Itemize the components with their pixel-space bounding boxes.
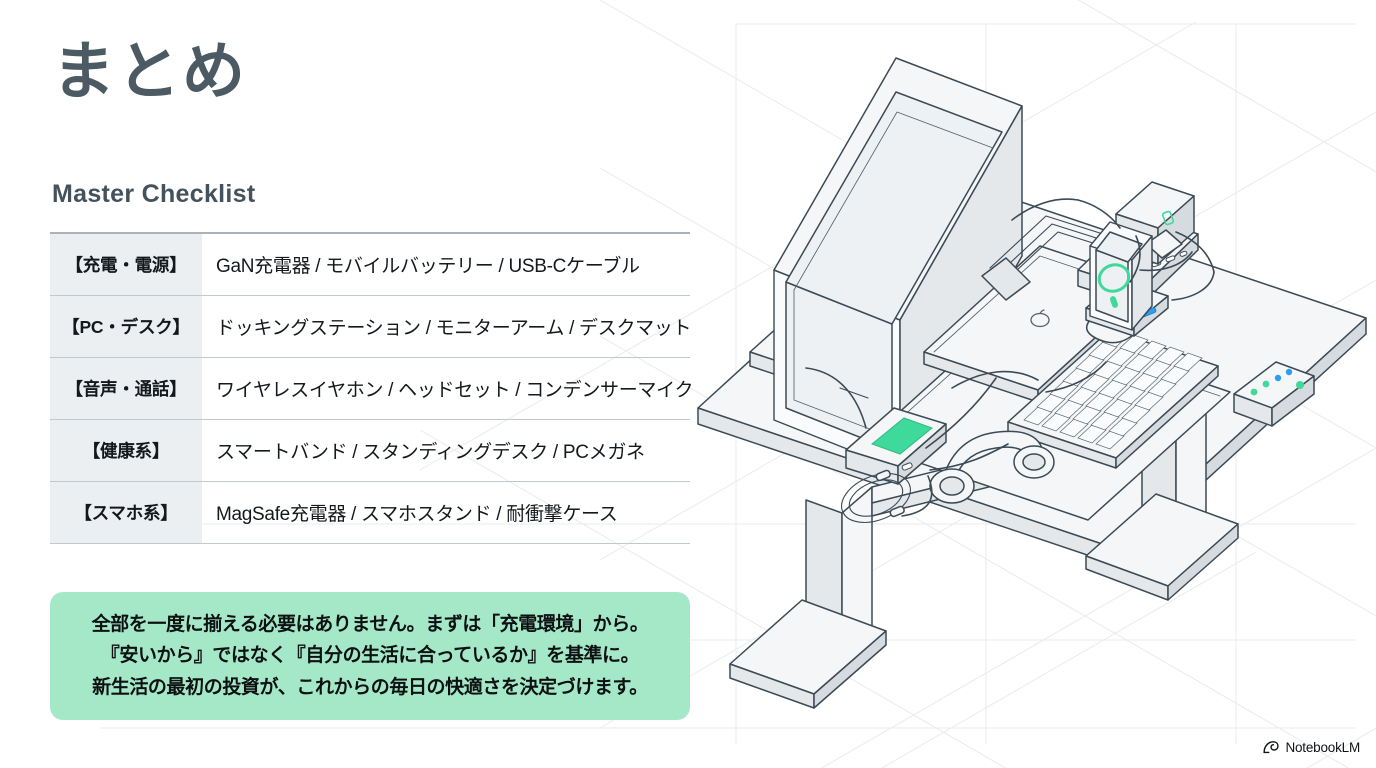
table-row: 【音声・通話】 ワイヤレスイヤホン / ヘッドセット / コンデンサーマイク — [50, 357, 693, 420]
table-row: 【健康系】 スマートバンド / スタンディングデスク / PCメガネ — [50, 419, 690, 482]
summary-callout-box: 全部を一度に揃える必要はありません。まずは「充電環境」から。 『安いから』ではな… — [50, 592, 690, 720]
notebooklm-badge: NotebookLM — [1262, 739, 1360, 756]
desk-setup-illustration: .ln { fill:none; stroke:#3c4a55; stroke-… — [697, 57, 1367, 709]
callout-line-3: 新生活の最初の投資が、これからの毎日の快適さを決定づけます。 — [92, 676, 648, 698]
row-items: GaN充電器 / モバイルバッテリー / USB-Cケーブル — [202, 232, 690, 296]
row-items: ワイヤレスイヤホン / ヘッドセット / コンデンサーマイク — [202, 357, 693, 420]
table-row: 【充電・電源】 GaN充電器 / モバイルバッテリー / USB-Cケーブル — [50, 232, 690, 296]
table-row: 【スマホ系】 MagSafe充電器 / スマホスタンド / 耐衝撃ケース — [50, 481, 690, 544]
page-title: まとめ — [52, 37, 247, 107]
row-category: 【健康系】 — [50, 419, 202, 482]
row-category: 【スマホ系】 — [50, 481, 202, 544]
row-category: 【音声・通話】 — [50, 357, 202, 420]
row-items: ドッキングステーション / モニターアーム / デスクマット — [202, 295, 692, 358]
notebooklm-label: NotebookLM — [1285, 740, 1360, 755]
row-items: スマートバンド / スタンディングデスク / PCメガネ — [202, 419, 690, 482]
row-items: MagSafe充電器 / スマホスタンド / 耐衝撃ケース — [202, 481, 690, 544]
callout-line-1: 全部を一度に揃える必要はありません。まずは「充電環境」から。 — [91, 613, 649, 635]
row-category: 【PC・デスク】 — [50, 295, 202, 358]
row-category: 【充電・電源】 — [50, 232, 202, 296]
callout-line-2: 『安いから』ではなく『自分の生活に合っているか』を基準に。 — [100, 645, 640, 667]
section-heading: Master Checklist — [52, 180, 256, 208]
notebooklm-spiral-icon — [1263, 741, 1280, 754]
table-row: 【PC・デスク】 ドッキングステーション / モニターアーム / デスクマット — [50, 295, 692, 358]
checklist-table-body: 【充電・電源】 GaN充電器 / モバイルバッテリー / USB-Cケーブル 【… — [50, 232, 693, 544]
left-content-panel: まとめ Master Checklist 【充電・電源】 GaN充電器 / モバ… — [50, 37, 693, 720]
master-checklist-table: 【充電・電源】 GaN充電器 / モバイルバッテリー / USB-Cケーブル 【… — [50, 232, 693, 544]
